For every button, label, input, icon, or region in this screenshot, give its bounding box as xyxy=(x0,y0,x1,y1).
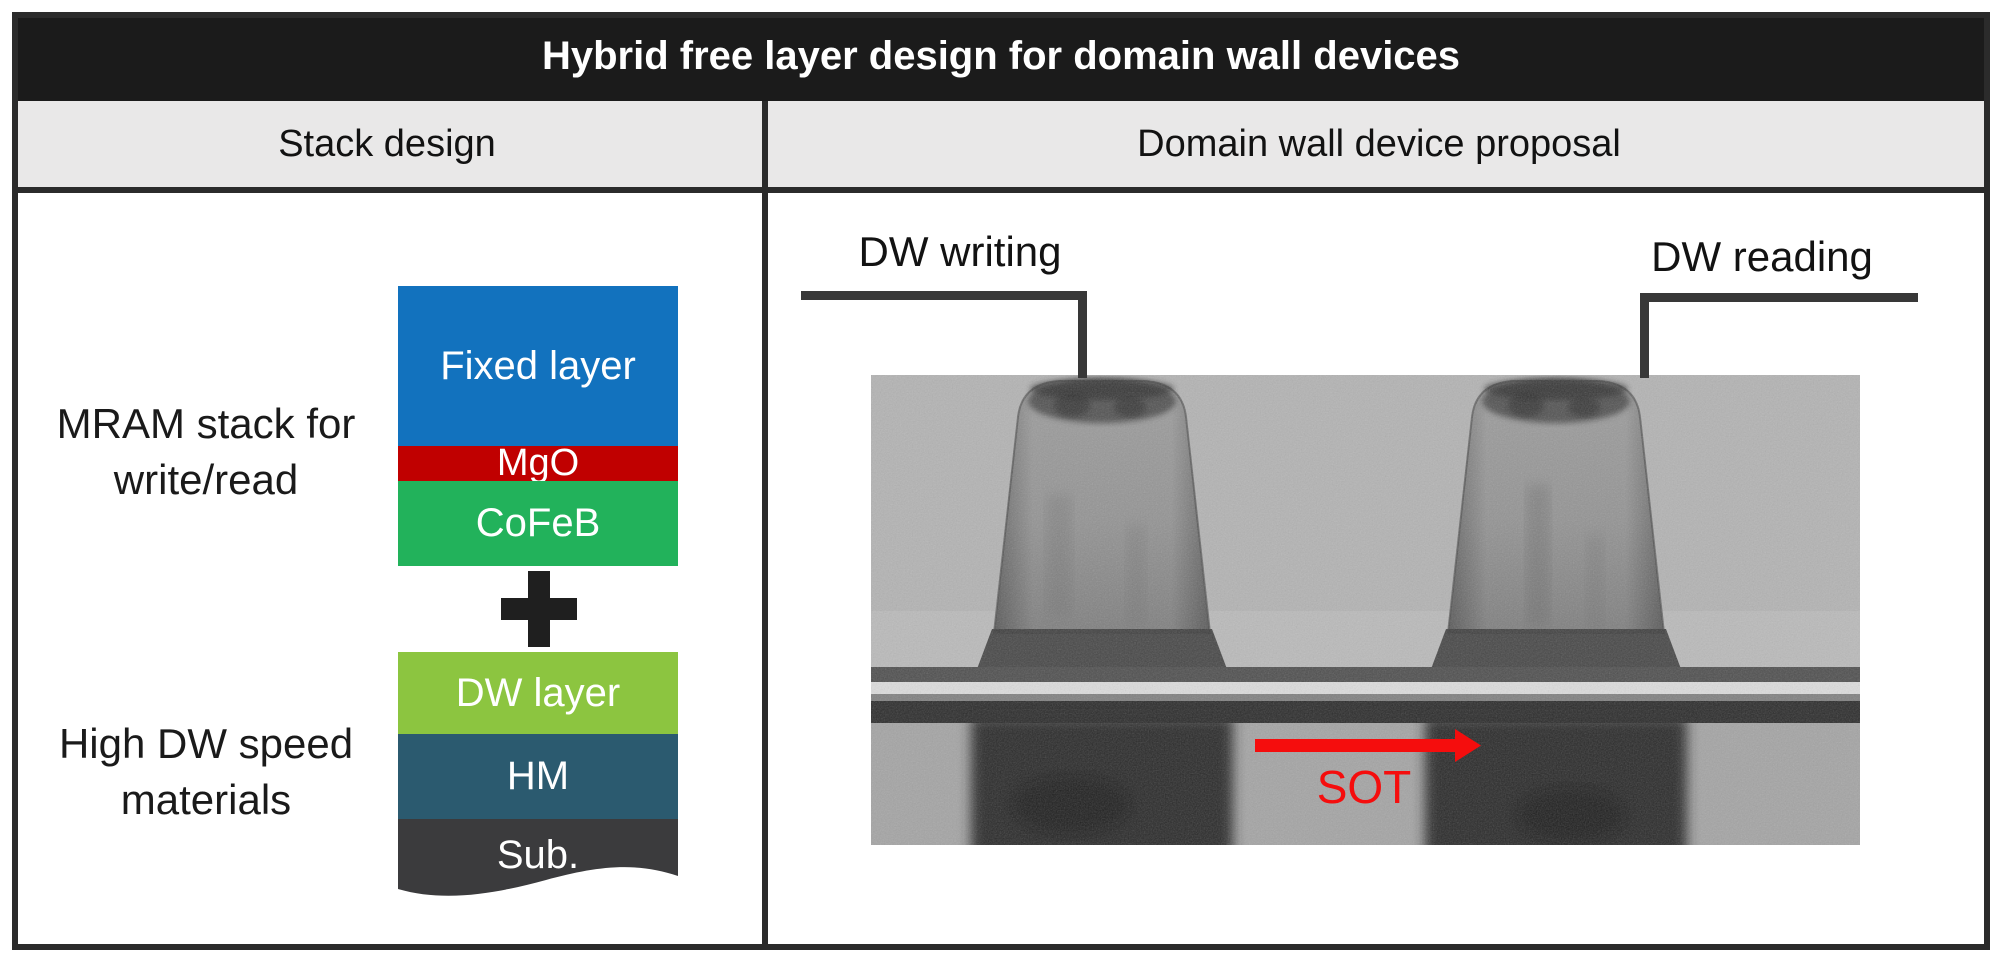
high-dw-speed-label-line2: materials xyxy=(120,776,292,823)
layer-cofeb: CoFeB xyxy=(398,481,678,566)
layer-mgo: MgO xyxy=(398,442,678,484)
plus-icon xyxy=(501,571,577,647)
layer-fixed: Fixed layer xyxy=(398,286,678,446)
reading-probe-line-horizontal xyxy=(1640,293,1918,302)
substrate-wave xyxy=(398,819,678,896)
layer-substrate: Sub. xyxy=(398,819,678,891)
figure-title: Hybrid free layer design for domain wall… xyxy=(12,12,1990,101)
tem-grain-overlay xyxy=(871,375,1860,845)
mram-stack-label-line2: write/read xyxy=(113,456,299,503)
reading-probe-line-vertical xyxy=(1640,293,1649,378)
writing-probe-line-vertical xyxy=(1078,291,1087,378)
layer-substrate-label: Sub. xyxy=(496,832,580,877)
column-header-device-proposal: Domain wall device proposal xyxy=(768,101,1990,187)
layer-dw: DW layer xyxy=(398,652,678,734)
sot-label: SOT xyxy=(1317,761,1412,813)
layer-substrate-shape xyxy=(398,819,678,896)
layer-hm: HM xyxy=(398,734,678,819)
dw-writing-label: DW writing xyxy=(858,228,1062,275)
writing-probe-line-horizontal xyxy=(801,291,1087,300)
high-dw-speed-label-line1: High DW speed xyxy=(58,720,354,767)
column-header-stack-design: Stack design xyxy=(12,101,762,187)
panel-divider xyxy=(762,101,768,944)
layer-mgo-label: MgO xyxy=(496,442,580,484)
tem-cross-section-image: SOT xyxy=(871,375,1860,845)
mram-stack-label-line1: MRAM stack for xyxy=(56,400,356,447)
sot-arrow xyxy=(1255,729,1481,762)
layer-cofeb-label: CoFeB xyxy=(475,501,601,545)
layer-hm-label: HM xyxy=(506,754,570,798)
dw-reading-label: DW reading xyxy=(1651,233,1873,280)
mram-stack-label: MRAM stack for write/read xyxy=(36,396,376,508)
high-dw-speed-label: High DW speed materials xyxy=(36,716,376,828)
header-content-divider xyxy=(12,187,1990,193)
layer-fixed-label: Fixed layer xyxy=(440,343,636,388)
layer-dw-label: DW layer xyxy=(455,670,621,715)
